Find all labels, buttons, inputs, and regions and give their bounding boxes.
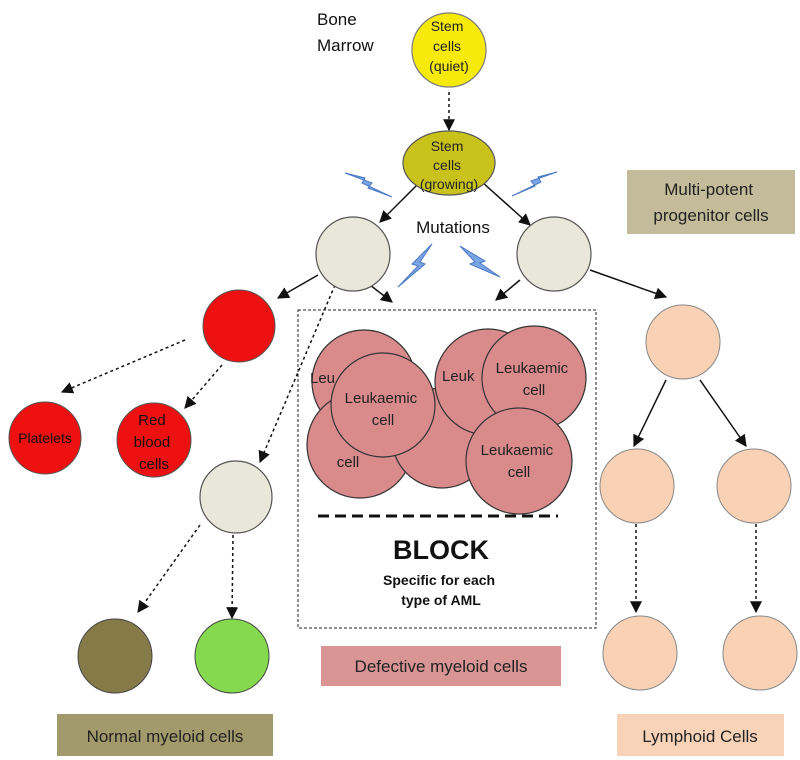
lymphoid-progenitor-right xyxy=(716,448,792,524)
multipotent-label: Multi-potent progenitor cells xyxy=(653,180,768,225)
normal-myeloid-label-box xyxy=(57,714,273,756)
arrow-myeloid-to-green xyxy=(226,534,239,620)
multipotent-label-box xyxy=(627,170,795,234)
normal-myeloid-cell-olive xyxy=(77,618,153,694)
arrow-red-to-platelets xyxy=(60,339,186,394)
leukaemic-partial-label: cell xyxy=(337,454,360,471)
lightning-icon xyxy=(511,171,558,197)
lightning-icon xyxy=(459,245,501,278)
red-blood-cells xyxy=(116,402,192,478)
block-title: BLOCK xyxy=(393,535,489,565)
bone-marrow-label: Bone Marrow xyxy=(317,10,374,55)
block-description: Specific for each type of AML xyxy=(383,572,499,608)
arrow-red-to-rbc xyxy=(184,364,223,409)
lightning-icon xyxy=(397,243,433,288)
stem-cells-growing-label: Stem cells (growing) xyxy=(420,138,478,192)
arrow-growing-to-right-progenitor xyxy=(481,181,531,226)
left-progenitor-cell xyxy=(315,216,391,292)
leukaemic-labels: Leu Leuk cell Leukaemic cell Leukaemic c… xyxy=(310,360,573,481)
multipotent-progenitor-cell xyxy=(645,304,721,380)
arrow-multipotent-to-lymph-right xyxy=(699,379,747,447)
arrow-left-progenitor-to-red xyxy=(276,274,319,299)
defective-myeloid-label: Defective myeloid cells xyxy=(355,657,528,676)
block-region xyxy=(297,309,597,629)
leukaemic-cluster xyxy=(306,325,587,515)
arrows xyxy=(60,92,762,620)
arrow-right-progenitor-to-multipotent xyxy=(589,269,668,300)
defective-myeloid-label-box xyxy=(321,646,561,686)
leukaemic-cell-label: Leukaemic cell xyxy=(345,390,422,429)
arrow-multipotent-to-lymph-left xyxy=(633,379,667,448)
arrow-growing-to-left-progenitor xyxy=(379,181,421,223)
myeloid-progenitor-cell xyxy=(199,460,273,534)
leukaemic-cell-front-1 xyxy=(330,352,436,458)
lightning-icon xyxy=(344,172,393,198)
platelets-cell xyxy=(8,401,82,475)
mutations-label: Mutations xyxy=(416,218,490,237)
arrow-left-progenitor-to-leukaemic xyxy=(369,284,393,303)
normal-myeloid-cell-green xyxy=(194,618,270,694)
red-progenitor-cell xyxy=(202,289,276,363)
stem-cells-growing-node xyxy=(402,130,496,196)
lymphoid-label-box xyxy=(617,714,784,756)
leukaemic-cell-front-3 xyxy=(465,407,573,515)
leukaemic-partial-label: Leuk xyxy=(442,368,475,385)
leukaemic-cell-label: Leukaemic cell xyxy=(496,360,573,399)
stem-cells-quiet-node xyxy=(411,12,487,88)
leukaemic-partial-label: Leu xyxy=(310,370,335,387)
lymphoid-cell-right xyxy=(722,615,798,691)
normal-myeloid-label: Normal myeloid cells xyxy=(87,727,244,746)
arrow-right-progenitor-to-leukaemic xyxy=(495,279,521,301)
stem-cells-quiet-label: Stem cells (quiet) xyxy=(429,18,469,74)
red-blood-cells-label: Red blood cells xyxy=(134,412,175,473)
arrow-myeloid-to-olive xyxy=(137,524,201,613)
leukaemic-cell-label: Leukaemic cell xyxy=(481,442,558,481)
mutation-bolts xyxy=(344,171,558,288)
platelets-label: Platelets xyxy=(18,430,72,446)
arrow-left-progenitor-to-myeloid xyxy=(258,284,336,464)
lymphoid-cell-left xyxy=(602,615,678,691)
right-progenitor-cell xyxy=(516,216,592,292)
lymphoid-label: Lymphoid Cells xyxy=(642,727,758,746)
lymphoid-progenitor-left xyxy=(599,448,675,524)
